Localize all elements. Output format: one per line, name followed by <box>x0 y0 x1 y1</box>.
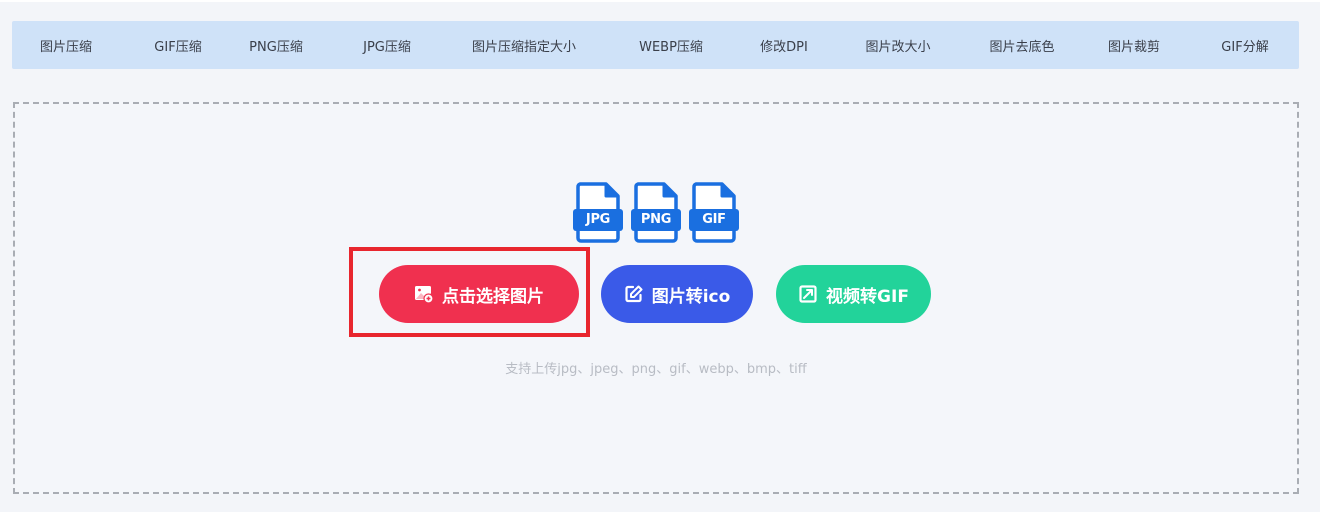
image-upload-icon <box>414 284 434 304</box>
nav-item-gif-compress[interactable]: GIF压缩 <box>154 39 202 55</box>
supported-formats-hint: 支持上传jpg、jpeg、png、gif、webp、bmp、tiff <box>505 362 807 377</box>
jpg-file-icon: JPG <box>572 181 624 243</box>
image-to-ico-label: 图片转ico <box>651 286 731 307</box>
image-to-ico-button[interactable]: 图片转ico <box>601 265 753 323</box>
gif-file-icon: GIF <box>688 181 740 243</box>
file-type-icons: JPG PNG GIF <box>572 181 742 243</box>
nav-item-crop[interactable]: 图片裁剪 <box>1107 39 1161 55</box>
nav-item-gif-split[interactable]: GIF分解 <box>1221 39 1269 55</box>
nav-item-compress-to-size[interactable]: 图片压缩指定大小 <box>471 39 577 55</box>
video-convert-icon <box>798 284 818 304</box>
nav-item-change-dpi[interactable]: 修改DPI <box>760 39 808 55</box>
nav-item-png-compress[interactable]: PNG压缩 <box>249 39 303 55</box>
select-image-button[interactable]: 点击选择图片 <box>379 265 579 323</box>
edit-icon <box>624 284 644 304</box>
video-to-gif-button[interactable]: 视频转GIF <box>776 265 931 323</box>
top-strip <box>0 0 1320 2</box>
nav-item-resize[interactable]: 图片改大小 <box>865 39 931 55</box>
highlight-annotation-box <box>349 247 590 337</box>
tool-nav-bar: 图片压缩 GIF压缩 PNG压缩 JPG压缩 图片压缩指定大小 WEBP压缩 修… <box>12 21 1299 69</box>
select-image-label: 点击选择图片 <box>442 286 544 307</box>
png-file-icon: PNG <box>630 181 682 243</box>
nav-item-remove-background[interactable]: 图片去底色 <box>989 39 1055 55</box>
video-to-gif-label: 视频转GIF <box>826 286 909 307</box>
nav-item-webp-compress[interactable]: WEBP压缩 <box>639 39 703 55</box>
nav-item-jpg-compress[interactable]: JPG压缩 <box>363 39 411 55</box>
nav-item-image-compress[interactable]: 图片压缩 <box>39 39 93 55</box>
